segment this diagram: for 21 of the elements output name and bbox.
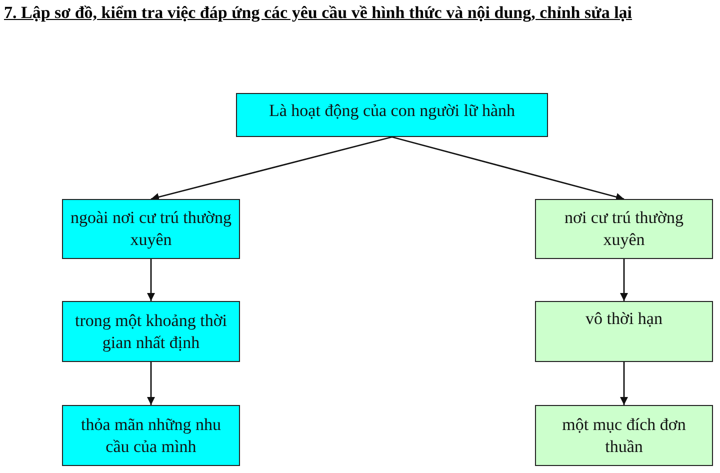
node-text: vô thời hạn: [586, 308, 662, 330]
arrow: [392, 136, 624, 201]
node-text: Là hoạt động của con người lữ hành: [269, 100, 515, 122]
arrow: [620, 362, 628, 405]
process-box: [62, 405, 240, 466]
process-box: [62, 301, 240, 362]
node-text: một mục đích đơn thuần: [561, 414, 687, 458]
arrow: [147, 259, 155, 301]
process-box: [62, 199, 240, 259]
arrow: [150, 136, 392, 201]
node-text: ngoài nơi cư trú thường xuyên: [69, 207, 233, 251]
arrow: [620, 259, 628, 301]
process-box: [535, 199, 713, 259]
node-text: thỏa mãn những nhu cầu của mình: [80, 414, 222, 458]
process-box: [535, 405, 713, 466]
node-text: nơi cư trú thường xuyên: [563, 207, 685, 251]
arrow: [147, 362, 155, 405]
heading: 7. Lập sơ đồ, kiểm tra việc đáp ứng các yêu cầu về hình thức và nội dung, chỉnh sửa lại: [4, 2, 634, 23]
process-box: [236, 93, 548, 137]
node-text: trong một khoảng thời gian nhất định: [74, 310, 228, 354]
process-box: [535, 301, 713, 362]
